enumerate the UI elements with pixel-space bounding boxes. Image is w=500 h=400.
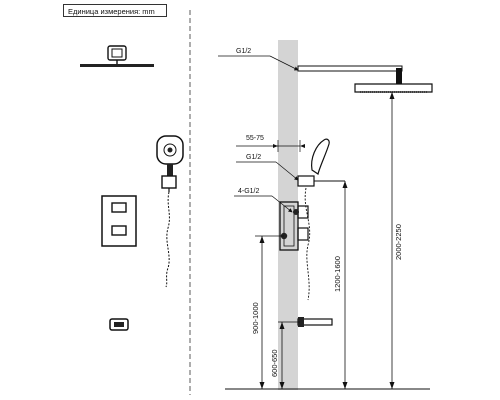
- offset-label: 55-75: [246, 135, 264, 142]
- dim-hand-shower-label: 1200-1600: [333, 256, 342, 292]
- mixer-body-side: [279, 201, 309, 251]
- unit-label-box: Единица измерения: mm: [63, 4, 167, 17]
- leader-mixer-thread: [234, 195, 293, 213]
- offset-dimension: [236, 140, 305, 152]
- mixer-thread-label: 4-G1/2: [238, 188, 260, 195]
- dim-spout: [278, 321, 300, 389]
- dim-shower-head: [389, 92, 395, 389]
- dim-mixer-label: 900-1000: [251, 302, 260, 334]
- overhead-shower-side: [297, 65, 433, 93]
- dim-hand-shower: [342, 181, 348, 389]
- hand-shower-icon: [156, 135, 184, 288]
- leader-thread-mid: [236, 161, 299, 181]
- thread-mid-label: G1/2: [246, 154, 261, 161]
- thread-top-label: G1/2: [236, 48, 251, 55]
- leader-thread-top: [218, 55, 299, 71]
- dim-mixer: [255, 235, 284, 389]
- overhead-shower-icon: [80, 45, 154, 67]
- spout-side: [297, 317, 333, 327]
- dim-shower-head-label: 2000-2250: [394, 224, 403, 260]
- dim-spout-label: 600-650: [270, 349, 279, 377]
- spout-icon: [109, 318, 129, 331]
- wall: [278, 40, 298, 390]
- mixer-plate-icon: [101, 195, 137, 247]
- unit-label: Единица измерения: mm: [68, 7, 155, 16]
